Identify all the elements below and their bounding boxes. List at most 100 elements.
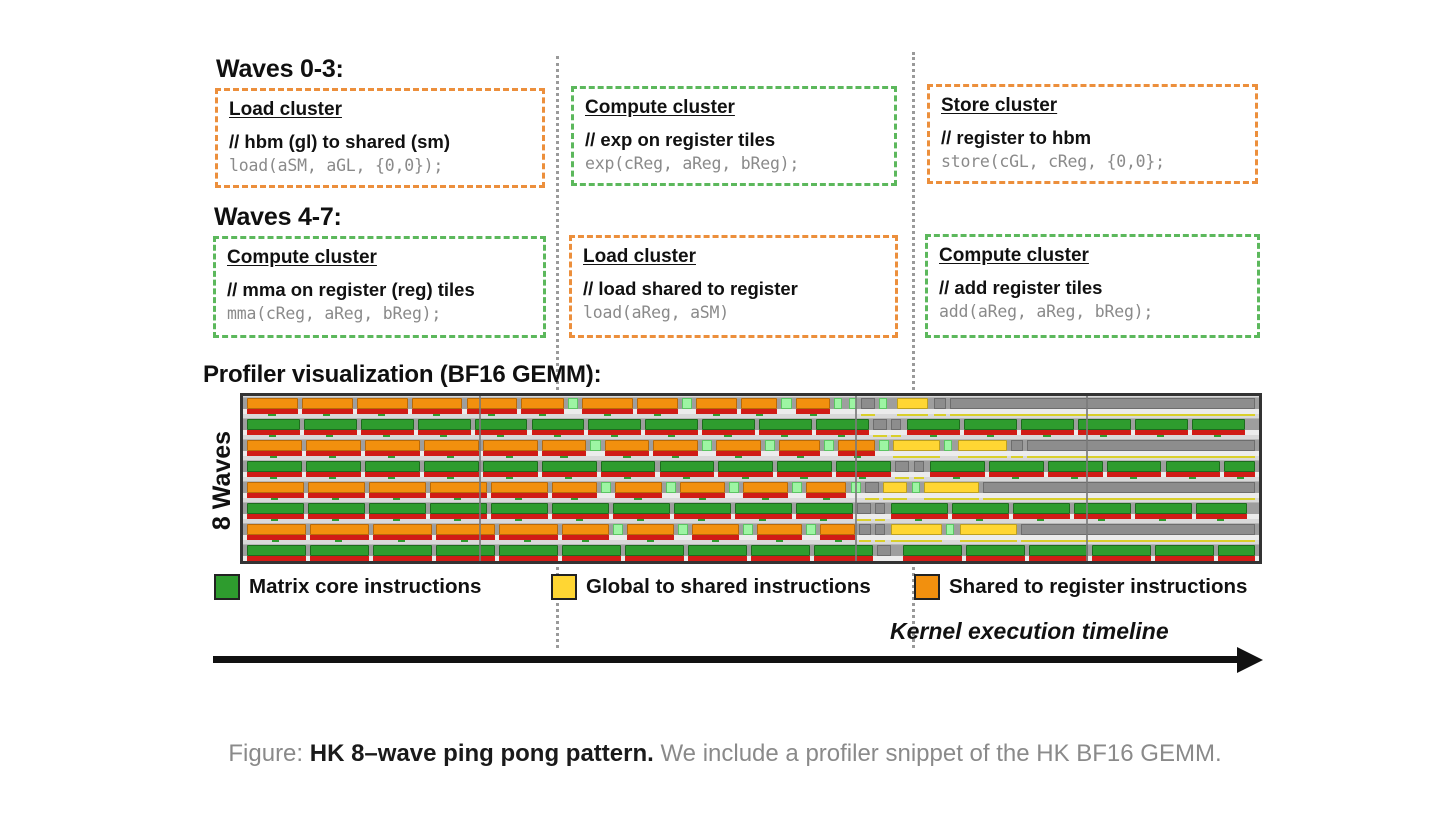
- wave-segment-orange: [308, 482, 365, 493]
- wave-subsegment-green-tick: [819, 519, 827, 521]
- wave-subsegment-green-tick: [741, 477, 749, 479]
- wave-subsegment-green-tick: [329, 477, 337, 479]
- wave-segment-green: [247, 419, 300, 430]
- wave-segment-green: [813, 545, 873, 556]
- waves-axis-label-text: 8 Waves: [208, 430, 237, 530]
- wave-subsegment-red: [310, 535, 369, 540]
- cluster-comment: // exp on register tiles: [585, 128, 776, 150]
- wave-subsegment-red: [368, 493, 426, 498]
- wave-segment-green: [612, 503, 670, 514]
- wave-subsegment-green-tick: [623, 477, 631, 479]
- wave-segment-orange: [551, 482, 597, 493]
- wave-main-track: [243, 397, 1259, 410]
- wave-subsegment-yellow: [874, 519, 886, 521]
- wave-subsegment-green-tick: [439, 435, 448, 437]
- cluster-code: add(aReg, aReg, bReg);: [939, 301, 1154, 321]
- wave-subsegment-red: [692, 535, 739, 540]
- wave-subsegment-yellow: [960, 540, 1018, 542]
- cluster-code: load(aSM, aGL, {0,0});: [229, 155, 444, 175]
- wave-subsegment-red: [816, 430, 869, 435]
- wave-subsegment-green-tick: [776, 561, 783, 563]
- wave-subsegment-yellow: [893, 456, 940, 458]
- wave-subsegment-green-tick: [268, 414, 276, 416]
- wave-segment-green: [625, 545, 684, 556]
- wave-subsegment-red: [600, 472, 656, 477]
- wave-segment-yellow: [883, 482, 908, 493]
- wave-sub-track: [243, 430, 1259, 435]
- wave-subsegment-green-tick: [697, 519, 705, 521]
- wave-subsegment-green-tick: [1011, 477, 1019, 479]
- wave-subsegment-red: [929, 472, 985, 477]
- cluster-comment: // register to hbm: [941, 126, 1092, 148]
- wave-subsegment-green-tick: [986, 435, 994, 437]
- cluster-box-load-waves-4-7: Load cluster // load shared to register …: [569, 235, 898, 338]
- wave-subsegment-green-tick: [387, 477, 396, 479]
- wave-subsegment-red: [499, 535, 558, 540]
- wave-subsegment-green-tick: [378, 414, 386, 416]
- wave-segment-grey: [860, 398, 875, 409]
- wave-subsegment-yellow: [891, 540, 942, 542]
- wave-thin-track: [243, 414, 1259, 416]
- wave-subsegment-green-tick: [323, 414, 331, 416]
- wave-subsegment-green-tick: [1158, 519, 1167, 521]
- wave-segment-mint: [702, 440, 713, 451]
- cluster-comment: // add register tiles: [939, 276, 1103, 298]
- wave-subsegment-green-tick: [1214, 435, 1222, 437]
- wave-thin-track: [243, 456, 1259, 458]
- wave-segment-mint: [677, 524, 688, 535]
- wave-subsegment-red: [903, 556, 963, 561]
- profiler-timeline-panel: [240, 393, 1262, 564]
- wave-segment-green: [702, 419, 756, 430]
- wave-segment-green: [673, 503, 731, 514]
- wave-subsegment-green-tick: [392, 498, 400, 500]
- wave-segment-green: [247, 503, 304, 514]
- wave-subsegment-red: [1074, 514, 1131, 519]
- wave-subsegment-red: [466, 409, 518, 414]
- caption-rest: We include a profiler snippet of the HK …: [653, 740, 1222, 767]
- wave-subsegment-green-tick: [505, 456, 513, 458]
- cluster-title: Store cluster: [941, 95, 1058, 116]
- wave-subsegment-red: [247, 430, 300, 435]
- wave-subsegment-red: [436, 535, 495, 540]
- wave-segment-green: [718, 461, 774, 472]
- wave-segment-green: [541, 461, 597, 472]
- wave-segment-grey: [856, 503, 871, 514]
- wave-subsegment-green-tick: [1188, 477, 1196, 479]
- wave-subsegment-red: [777, 472, 833, 477]
- wave-subsegment-red: [696, 409, 737, 414]
- wave-subsegment-red: [759, 430, 812, 435]
- wave-subsegment-green-tick: [560, 456, 568, 458]
- wave-subsegment-red: [964, 430, 1018, 435]
- wave-subsegment-red: [1047, 472, 1103, 477]
- wave-subsegment-red: [1191, 430, 1245, 435]
- wave-subsegment-yellow: [858, 540, 871, 542]
- wave-subsegment-green-tick: [1117, 561, 1124, 563]
- wave-subsegment-green-tick: [654, 414, 662, 416]
- wave-subsegment-red: [679, 493, 725, 498]
- wave-subsegment-red: [373, 556, 432, 561]
- wave-subsegment-green-tick: [800, 477, 808, 479]
- caption-bold: HK 8–wave ping pong pattern.: [309, 740, 654, 767]
- wave-subsegment-red: [588, 430, 642, 435]
- wave-subsegment-green-tick: [496, 435, 504, 437]
- wave-subsegment-red: [521, 409, 565, 414]
- wave-subsegment-yellow: [872, 435, 888, 437]
- wave-segment-green: [964, 419, 1018, 430]
- wave-segment-green: [659, 461, 715, 472]
- wave-subsegment-green-tick: [398, 561, 405, 563]
- wave-segment-green: [929, 461, 985, 472]
- wave-subsegment-red: [305, 472, 361, 477]
- wave-segment-green: [429, 503, 487, 514]
- wave-segment-orange: [653, 440, 699, 451]
- wave-segment-green: [364, 461, 420, 472]
- wave-segment-mint: [944, 440, 953, 451]
- wave-subsegment-yellow: [923, 498, 979, 500]
- wave-subsegment-green-tick: [1234, 561, 1241, 563]
- wave-segment-mint: [781, 398, 792, 409]
- wave-segment-green: [551, 503, 609, 514]
- wave-subsegment-red: [891, 514, 949, 519]
- wave-subsegment-red: [482, 451, 538, 456]
- wave-segment-grey: [1021, 524, 1255, 535]
- wave-subsegment-green-tick: [838, 435, 846, 437]
- wave-segment-green: [952, 503, 1010, 514]
